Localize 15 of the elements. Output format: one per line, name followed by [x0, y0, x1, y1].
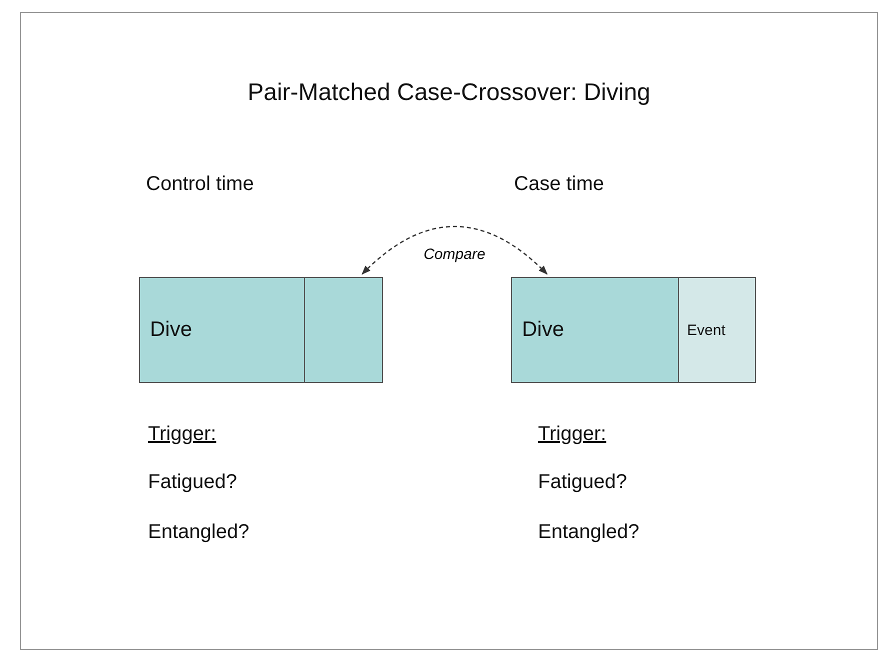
slide-title: Pair-Matched Case-Crossover: Diving	[246, 79, 652, 107]
curved-arrow	[362, 226, 548, 275]
time-segment-box: Dive	[139, 277, 305, 383]
text-label: Fatigued?	[148, 471, 237, 494]
time-segment-box: Event	[678, 277, 756, 383]
heading-label: Trigger:	[148, 423, 216, 446]
text-label: Case time	[514, 173, 604, 196]
text-label: Entangled?	[148, 521, 250, 544]
text-label: Fatigued?	[538, 471, 627, 494]
time-segment-box	[304, 277, 383, 383]
heading-label: Trigger:	[538, 423, 606, 446]
text-label: Control time	[146, 173, 254, 196]
text-label: Entangled?	[538, 521, 640, 544]
edge-label: Compare	[422, 246, 488, 263]
time-segment-box: Dive	[511, 277, 679, 383]
